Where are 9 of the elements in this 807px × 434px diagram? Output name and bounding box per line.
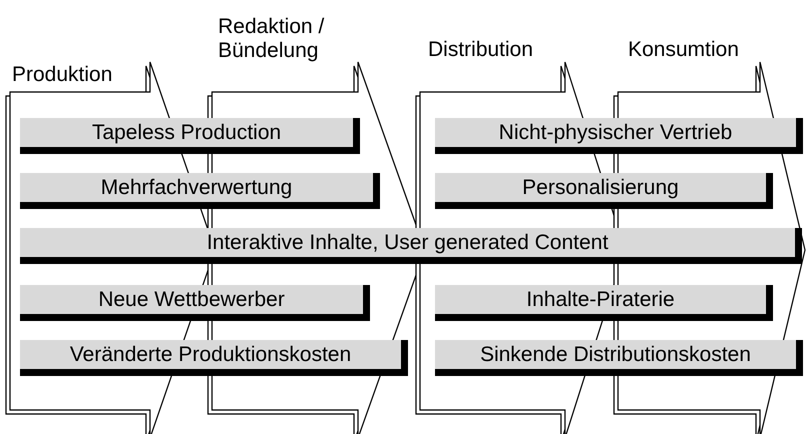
feature-bar: Personalisierung [435, 173, 773, 209]
feature-bar: Sinkende Distributionskosten [435, 340, 803, 376]
feature-bar: Mehrfachverwertung [20, 173, 380, 209]
feature-bar: Veränderte Produktionskosten [20, 340, 408, 376]
feature-bar: Tapeless Production [20, 118, 360, 154]
feature-bar: Inhalte-Piraterie [435, 285, 773, 321]
feature-bar: Interaktive Inhalte, User generated Content [20, 228, 802, 264]
feature-bar: Neue Wettbewerber [20, 285, 370, 321]
feature-bar: Nicht-physischer Vertrieb [435, 118, 803, 154]
